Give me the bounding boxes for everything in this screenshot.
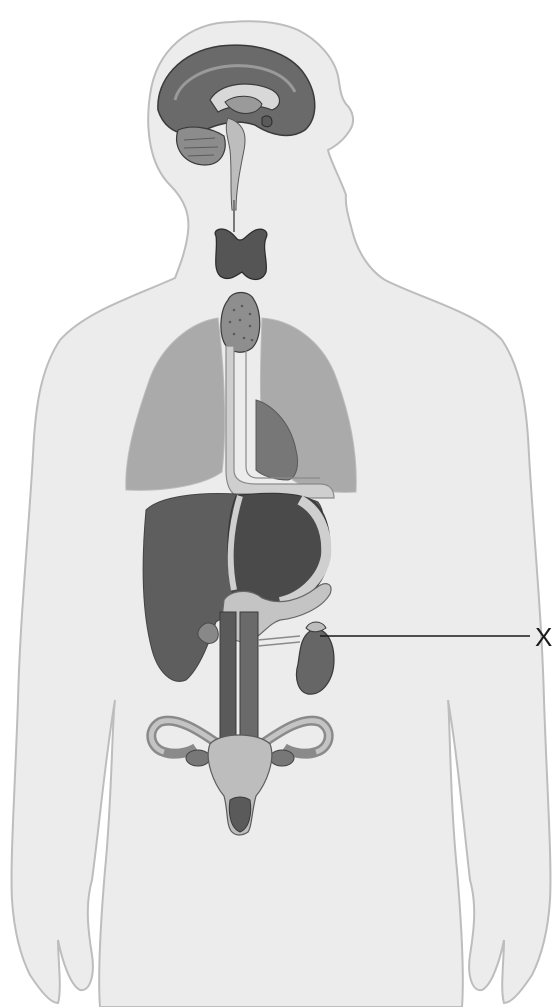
- callout-label-x: X: [535, 622, 552, 652]
- ovary-left: [186, 750, 210, 766]
- ovary-right: [270, 750, 294, 766]
- thymus: [221, 293, 260, 353]
- pituitary-gland: [262, 116, 272, 127]
